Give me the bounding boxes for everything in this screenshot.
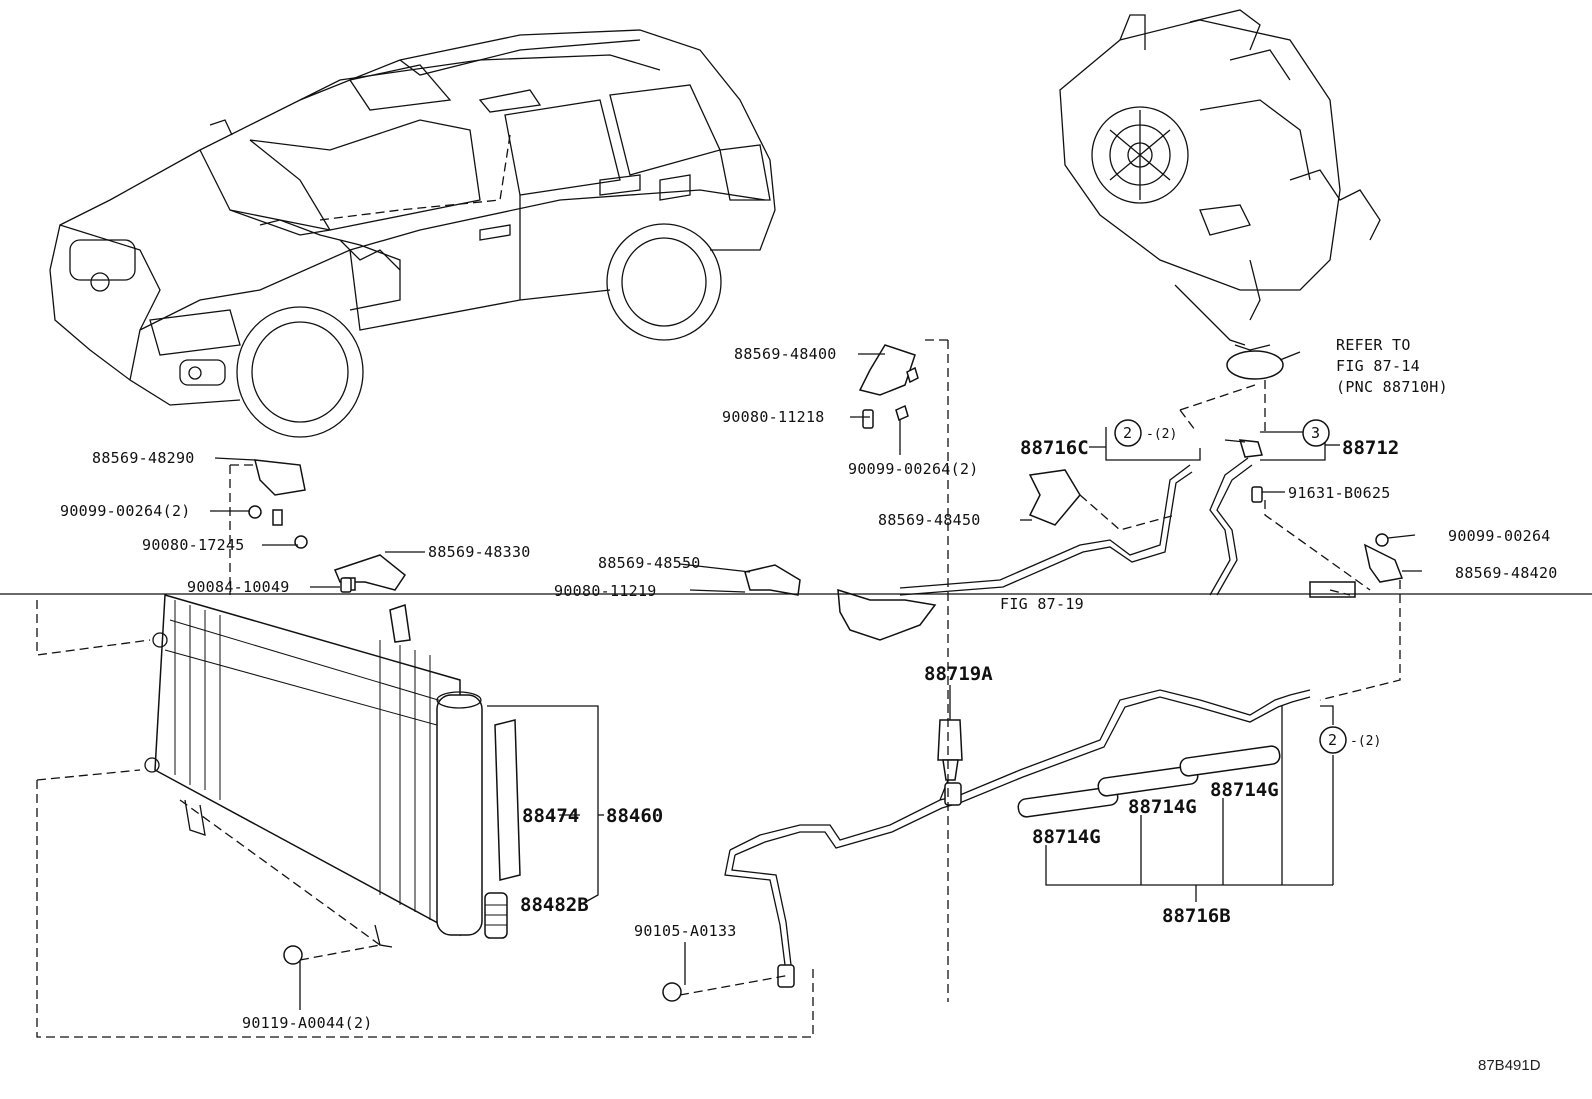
label-88712: 88712 bbox=[1342, 437, 1399, 459]
label-88569-48400: 88569-48400 bbox=[734, 345, 837, 363]
circle-2-qty-lower: -(2) bbox=[1350, 734, 1381, 749]
hvac-unit-illustration bbox=[1059, 9, 1381, 380]
vehicle-illustration bbox=[49, 29, 776, 438]
label-88569-48290: 88569-48290 bbox=[92, 449, 195, 467]
label-90119-A0044-2: 90119-A0044(2) bbox=[242, 1014, 373, 1032]
leader-lines bbox=[36, 339, 1422, 1038]
receiver-dryer-88460 bbox=[436, 691, 483, 936]
refrigerant-pipes bbox=[724, 457, 1356, 988]
diagram-code: 87B491D bbox=[1478, 1057, 1541, 1074]
plug-88482B bbox=[484, 892, 508, 939]
label-88716C: 88716C bbox=[1020, 437, 1089, 459]
label-88719A: 88719A bbox=[924, 663, 993, 685]
label-90084-10049: 90084-10049 bbox=[187, 578, 290, 596]
refer-to-line3: (PNC 88710H) bbox=[1336, 378, 1448, 396]
label-91631-B0625: 91631-B0625 bbox=[1288, 484, 1391, 502]
circle-2-qty-upper: -(2) bbox=[1146, 427, 1177, 442]
label-88569-48330: 88569-48330 bbox=[428, 543, 531, 561]
label-88716B: 88716B bbox=[1162, 905, 1231, 927]
label-88714G-a: 88714G bbox=[1032, 826, 1101, 848]
refer-to-line2: FIG 87-14 bbox=[1336, 357, 1420, 375]
label-88569-48420: 88569-48420 bbox=[1455, 564, 1558, 582]
circle-3-number: 3 bbox=[1311, 424, 1320, 442]
label-88714G-c: 88714G bbox=[1210, 779, 1279, 801]
refer-to-line1: REFER TO bbox=[1336, 336, 1411, 354]
label-90105-A0133: 90105-A0133 bbox=[634, 922, 737, 940]
small-parts bbox=[248, 344, 1404, 1002]
label-88569-48550: 88569-48550 bbox=[598, 554, 701, 572]
label-90080-11219: 90080-11219 bbox=[554, 582, 657, 600]
label-fig-87-19: FIG 87-19 bbox=[1000, 595, 1084, 613]
insulation-hoses bbox=[1017, 745, 1281, 818]
label-90099-00264-right: 90099-00264 bbox=[1448, 527, 1551, 545]
label-88474: 88474 bbox=[522, 805, 579, 827]
label-90099-00264-2-left: 90099-00264(2) bbox=[60, 502, 191, 520]
circle-2-number-upper: 2 bbox=[1123, 424, 1132, 442]
callout-circles bbox=[1114, 419, 1347, 754]
circle-2-number-lower: 2 bbox=[1328, 731, 1337, 749]
filter-88474 bbox=[494, 719, 521, 881]
label-90099-00264-2-upper: 90099-00264(2) bbox=[848, 460, 979, 478]
label-90080-11218: 90080-11218 bbox=[722, 408, 825, 426]
label-88460: 88460 bbox=[606, 805, 663, 827]
condenser-assembly bbox=[144, 594, 461, 948]
label-88714G-b: 88714G bbox=[1128, 796, 1197, 818]
label-90080-17245: 90080-17245 bbox=[142, 536, 245, 554]
label-88569-48450: 88569-48450 bbox=[878, 511, 981, 529]
label-88482B: 88482B bbox=[520, 894, 589, 916]
